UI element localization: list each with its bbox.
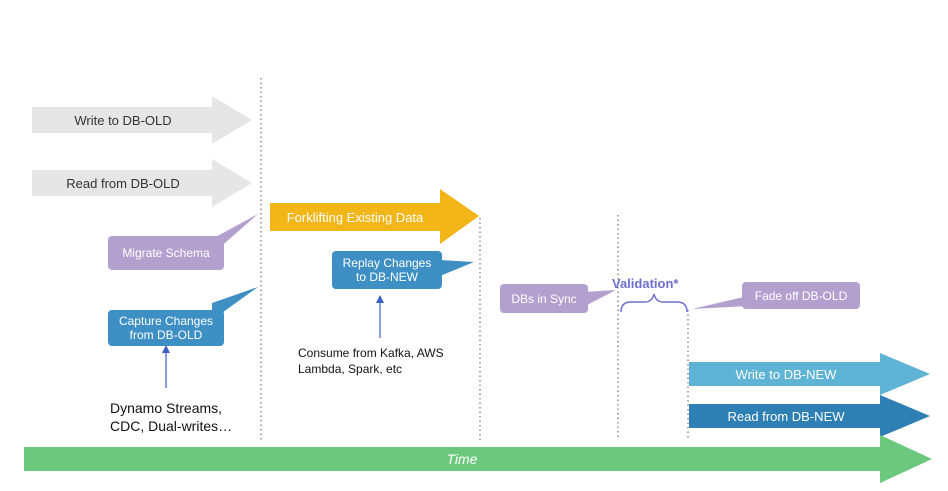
replay-pointer-head	[376, 295, 384, 303]
capture-sources-note: Dynamo Streams, CDC, Dual-writes…	[110, 400, 233, 434]
write-old-label: Write to DB-OLD	[74, 112, 172, 128]
validation-label: Validation*	[612, 275, 679, 291]
read-old-arrow	[32, 159, 252, 207]
forklift-label: Forklifting Existing Data	[286, 209, 424, 225]
fade-off-tail	[692, 296, 748, 309]
replay-sources-note: Consume from Kafka, AWS Lambda, Spark, e…	[298, 346, 444, 376]
dbs-in-sync-tail	[585, 290, 616, 306]
migrate-schema-callout: Migrate Schema	[108, 236, 224, 270]
write-new-arrow	[689, 353, 930, 395]
fade-off-callout: Fade off DB-OLD	[742, 282, 860, 309]
replay-changes-callout: Replay Changes to DB-NEW	[332, 251, 442, 289]
read-new-arrow	[689, 395, 930, 437]
write-new-label: Write to DB-NEW	[735, 366, 837, 382]
forklift-arrow	[270, 189, 479, 244]
time-label: Time	[446, 450, 478, 467]
write-old-arrow	[32, 96, 252, 144]
capture-changes-callout: Capture Changes from DB-OLD	[108, 310, 224, 346]
replay-changes-tail	[440, 260, 474, 276]
read-old-label: Read from DB-OLD	[66, 175, 180, 191]
validation-brace	[620, 293, 688, 313]
read-new-label: Read from DB-NEW	[727, 408, 845, 424]
dbs-in-sync-callout: DBs in Sync	[500, 284, 588, 313]
time-arrow	[24, 435, 932, 483]
capture-pointer-head	[162, 345, 170, 353]
